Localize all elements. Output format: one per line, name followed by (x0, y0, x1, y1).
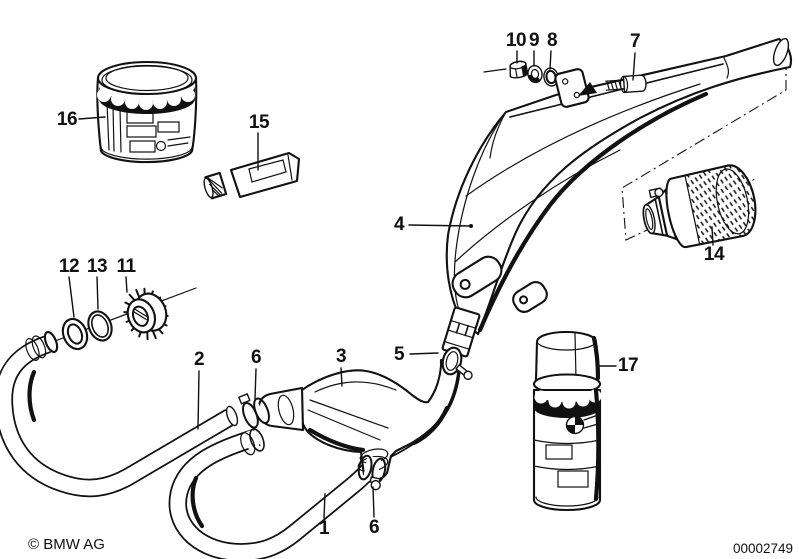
part-label-15: 15 (248, 112, 270, 133)
paint-can-16 (96, 60, 198, 164)
mounting-hardware (483, 60, 647, 108)
part-label-14: 14 (703, 244, 725, 265)
copyright-text: © BMW AG (28, 536, 105, 553)
part-label-16: 16 (56, 109, 78, 130)
muffler (441, 37, 793, 358)
part-label-17: 17 (617, 355, 639, 376)
clamp-6-lower (357, 454, 387, 491)
part-label-7: 7 (629, 31, 641, 52)
part-label-6-lower: 6 (368, 517, 380, 538)
part-label-12: 12 (58, 256, 80, 277)
lock-washer-9 (527, 64, 543, 84)
part-label-4: 4 (393, 214, 405, 235)
diagram-number: 00002749 (733, 541, 794, 556)
bmw-roundel-icon (565, 415, 585, 435)
clamp-6-upper (238, 393, 270, 429)
part-label-13: 13 (86, 256, 108, 277)
header-pipe-2 (0, 331, 239, 498)
hex-nut-10 (509, 60, 529, 79)
part-label-10: 10 (505, 30, 527, 51)
finned-exhaust-nut-11 (123, 287, 169, 341)
tail-pipe-end (772, 37, 790, 67)
part-label-1: 1 (318, 518, 330, 539)
sealant-tube-15 (203, 151, 301, 200)
clamp-5 (441, 346, 473, 380)
pipe-1-sleeve (240, 428, 265, 456)
spray-can-17 (532, 330, 602, 512)
muffler-bracket-tab-rear (512, 281, 548, 313)
header-pipe-1 (168, 428, 378, 559)
part-label-8: 8 (546, 30, 558, 51)
callout-leader-lines (68, 50, 714, 519)
bolt-7 (605, 74, 647, 94)
part-label-3: 3 (335, 346, 347, 367)
part-label-11: 11 (116, 256, 136, 277)
gasket-ring-12 (61, 317, 89, 351)
part-label-6-upper: 6 (250, 347, 262, 368)
collector-y-piece (257, 356, 461, 481)
part-label-5: 5 (393, 344, 405, 365)
part-label-2: 2 (193, 349, 205, 370)
direction-arrow (578, 82, 597, 96)
holder-plate (554, 68, 590, 108)
muffler-bracket-tab (451, 255, 503, 299)
baffle-insert-14 (642, 164, 757, 249)
pipe-2-open-end (25, 331, 59, 361)
part-label-9: 9 (528, 30, 540, 51)
sealing-ring-13 (87, 310, 113, 342)
